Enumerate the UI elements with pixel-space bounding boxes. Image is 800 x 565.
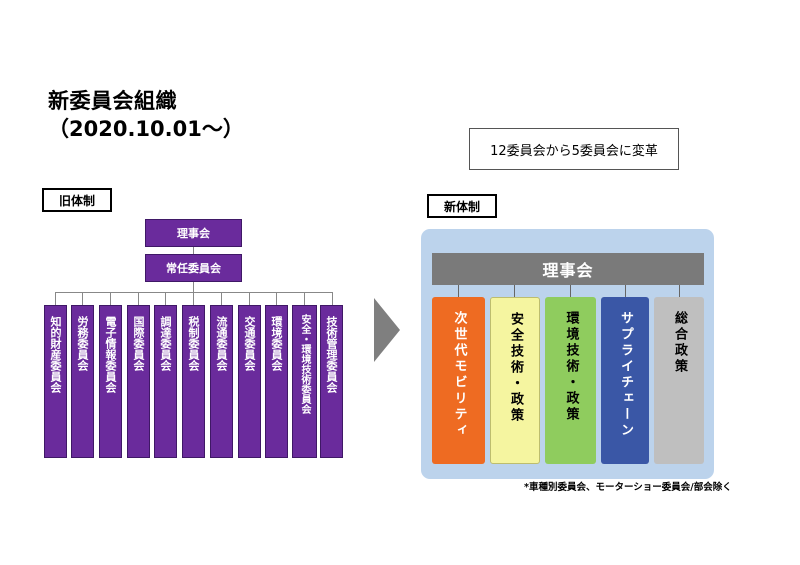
page-title: 新委員会組織 bbox=[48, 89, 177, 113]
footnote: *車種別委員会、モーターショー委員会/部会除く bbox=[524, 482, 732, 493]
old-committee-box: 電子情報委員会 bbox=[99, 305, 122, 458]
old-committee-label: 流通委員会 bbox=[215, 316, 228, 371]
new-committee-label: 総合政策 bbox=[672, 311, 687, 375]
new-committee-label: 環境技術・政策 bbox=[563, 311, 579, 423]
connector-line bbox=[332, 292, 333, 305]
old-committee-box: 税制委員会 bbox=[182, 305, 205, 458]
old-committee-box: 技術管理委員会 bbox=[320, 305, 343, 458]
connector-line bbox=[82, 292, 83, 305]
old-committee-label: 知的財産委員会 bbox=[49, 316, 62, 393]
old-committee-label: 交通委員会 bbox=[243, 316, 256, 371]
new-committee-box-general-policy: 総合政策 bbox=[654, 297, 704, 464]
connector-line bbox=[570, 285, 571, 297]
new-committee-label: サプライチェーン bbox=[618, 311, 633, 439]
old-committee-label: 電子情報委員会 bbox=[104, 316, 117, 393]
connector-line bbox=[276, 292, 277, 305]
old-standing-committee-box: 常任委員会 bbox=[145, 254, 242, 282]
connector-line bbox=[679, 285, 680, 297]
old-committee-label: 技術管理委員会 bbox=[325, 316, 338, 393]
connector-line bbox=[110, 292, 111, 305]
new-committee-box-next-gen-mobility: 次世代モビリティ bbox=[432, 297, 485, 464]
old-committee-label: 調達委員会 bbox=[159, 316, 172, 371]
connector-line bbox=[304, 292, 305, 305]
connector-line bbox=[138, 292, 139, 305]
new-committee-box-supply-chain: サプライチェーン bbox=[601, 297, 649, 464]
connector-line bbox=[514, 285, 515, 297]
new-committee-box-safety: 安全技術・政策 bbox=[490, 297, 540, 464]
old-committee-box: 流通委員会 bbox=[210, 305, 233, 458]
old-committee-box: 労務委員会 bbox=[71, 305, 94, 458]
old-committee-label: 労務委員会 bbox=[76, 316, 89, 371]
connector-line bbox=[193, 282, 194, 292]
connector-line bbox=[165, 292, 166, 305]
old-committee-box: 交通委員会 bbox=[238, 305, 261, 458]
old-committee-label: 安全・環境技術委員会 bbox=[299, 314, 310, 414]
old-committee-label: 国際委員会 bbox=[132, 316, 145, 371]
connector-line bbox=[193, 292, 194, 305]
new-structure-tag: 新体制 bbox=[427, 194, 497, 218]
old-committee-box: 調達委員会 bbox=[154, 305, 177, 458]
connector-line bbox=[55, 292, 56, 305]
connector-line bbox=[625, 285, 626, 297]
new-committee-label: 安全技術・政策 bbox=[508, 312, 523, 424]
page-subtitle: （2020.10.01～） bbox=[48, 117, 244, 141]
old-structure-tag: 旧体制 bbox=[42, 188, 112, 212]
old-board-box: 理事会 bbox=[145, 219, 242, 247]
old-committee-box: 環境委員会 bbox=[265, 305, 288, 458]
old-committee-box: 安全・環境技術委員会 bbox=[292, 305, 317, 458]
connector-line bbox=[221, 292, 222, 305]
summary-note-box: 12委員会から5委員会に変革 bbox=[469, 128, 679, 170]
connector-line bbox=[249, 292, 250, 305]
old-committee-box: 知的財産委員会 bbox=[44, 305, 67, 458]
old-committee-box: 国際委員会 bbox=[127, 305, 150, 458]
chevron-right-icon bbox=[374, 298, 400, 362]
old-committee-label: 環境委員会 bbox=[270, 316, 283, 371]
connector-line bbox=[458, 285, 459, 297]
new-board-box: 理事会 bbox=[432, 253, 704, 285]
connector-line bbox=[193, 247, 194, 254]
new-committee-box-environment: 環境技術・政策 bbox=[545, 297, 596, 464]
old-committee-label: 税制委員会 bbox=[187, 316, 200, 371]
new-committee-label: 次世代モビリティ bbox=[451, 311, 467, 439]
